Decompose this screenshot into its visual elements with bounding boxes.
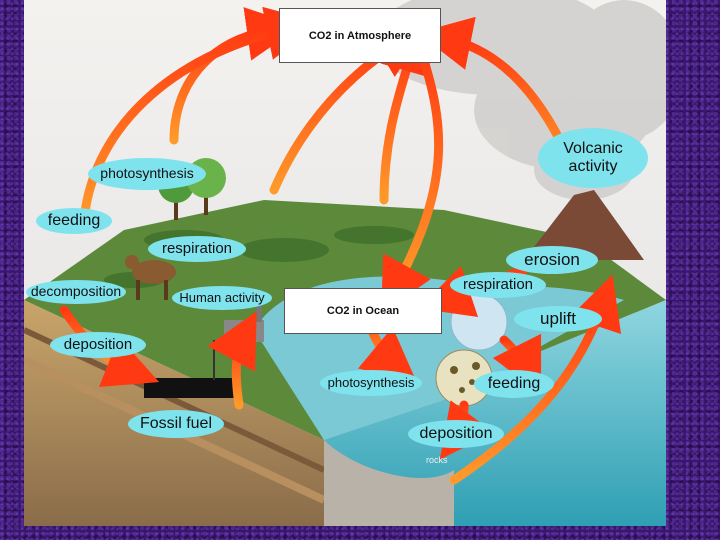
label-respiration-land: respiration bbox=[148, 236, 246, 262]
label-text: Fossil fuel bbox=[139, 415, 213, 433]
label-human-activity: Human activity bbox=[172, 286, 272, 310]
ocean-box-label: CO2 in Ocean bbox=[326, 305, 400, 317]
volcano bbox=[524, 190, 644, 260]
atmosphere-box-label: CO2 in Atmosphere bbox=[308, 29, 412, 42]
plankton-sphere bbox=[450, 293, 508, 351]
label-text: feeding bbox=[487, 375, 541, 393]
label-text: deposition bbox=[419, 425, 493, 443]
label-text: Human activity bbox=[179, 289, 265, 305]
label-deposition-land: deposition bbox=[50, 332, 146, 358]
label-deposition-ocean: deposition bbox=[408, 420, 504, 448]
arrow-ocean-feeding bbox=[492, 333, 542, 395]
arrow-atm-to-ocean bbox=[381, 40, 444, 314]
label-photosynthesis-land: photosynthesis bbox=[88, 158, 206, 190]
fossil-fuel-deposit bbox=[144, 378, 234, 398]
label-decomposition: decomposition bbox=[26, 280, 126, 304]
label-text: erosion bbox=[524, 249, 580, 269]
arrow-respiration-to-atm bbox=[79, 6, 321, 225]
label-text: activity bbox=[568, 158, 618, 175]
label-text: photosynthesis bbox=[327, 374, 415, 390]
ocean-sediment bbox=[324, 440, 454, 526]
label-respiration-ocean: respiration bbox=[450, 272, 546, 298]
atmosphere-box: CO2 in Atmosphere bbox=[279, 8, 441, 63]
diagram-panel: CO2 in Atmosphere CO2 in Ocean photosynt… bbox=[24, 0, 666, 526]
label-text: deposition bbox=[63, 335, 133, 353]
label-text: photosynthesis bbox=[100, 165, 194, 182]
arrow-fossil-fuel-up bbox=[207, 311, 257, 410]
label-text: decomposition bbox=[30, 283, 122, 300]
label-rocks: rocks bbox=[426, 455, 448, 465]
elk bbox=[125, 255, 176, 300]
label-uplift: uplift bbox=[514, 306, 602, 332]
label-photosynthesis-ocean: photosynthesis bbox=[320, 370, 422, 396]
label-text: uplift bbox=[540, 308, 576, 328]
vegetation-patches bbox=[104, 226, 414, 288]
plankton-dots bbox=[450, 362, 480, 393]
label-text: Volcanic bbox=[563, 140, 623, 158]
ocean-box: CO2 in Ocean bbox=[284, 288, 442, 334]
label-feeding-ocean: feeding bbox=[474, 370, 554, 398]
label-text: feeding bbox=[47, 212, 101, 230]
label-text: respiration bbox=[161, 239, 233, 257]
label-feeding-land: feeding bbox=[36, 208, 112, 234]
label-text: respiration bbox=[462, 275, 534, 293]
label-volcanic-activity: Volcanic activity bbox=[538, 128, 648, 188]
label-erosion: erosion bbox=[506, 246, 598, 274]
label-fossil-fuel: Fossil fuel bbox=[128, 410, 224, 438]
